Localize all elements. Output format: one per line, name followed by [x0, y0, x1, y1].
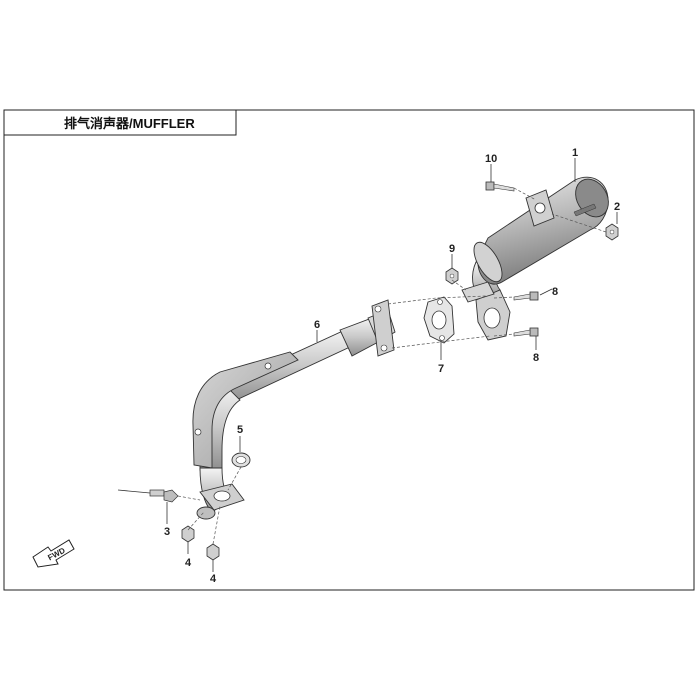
callout-3: 3 [164, 526, 170, 538]
title-box [3, 109, 237, 136]
callout-9: 9 [449, 243, 455, 255]
bolt-10 [485, 181, 515, 192]
assembly-lines [177, 187, 607, 545]
gasket [423, 296, 455, 344]
callout-4-right: 4 [210, 573, 217, 585]
callout-4-left: 4 [185, 557, 192, 569]
exhaust-pipe [192, 299, 396, 520]
leader-lines [166, 158, 618, 572]
nut-2 [605, 223, 619, 241]
fwd-arrow-icon: FWD [32, 539, 75, 568]
nut-4-right [206, 543, 220, 561]
callout-8-upper: 8 [552, 286, 558, 298]
muffler [461, 176, 609, 341]
callout-1: 1 [572, 147, 578, 159]
nut-4-left [181, 525, 195, 543]
callout-2: 2 [614, 201, 620, 213]
drawing-frame [3, 109, 695, 591]
callout-7: 7 [438, 363, 444, 375]
gasket-ring-5 [231, 452, 251, 468]
o2-sensor-3 [117, 489, 179, 503]
callout-6: 6 [314, 319, 320, 331]
callout-10: 10 [485, 153, 497, 165]
callout-8-lower: 8 [533, 352, 539, 364]
bolt-8-lower [513, 327, 539, 337]
bolt-8-upper [513, 291, 539, 301]
callout-5: 5 [237, 424, 243, 436]
nut-9 [445, 267, 459, 285]
diagram-title: 排气消声器/MUFFLER [64, 116, 195, 131]
